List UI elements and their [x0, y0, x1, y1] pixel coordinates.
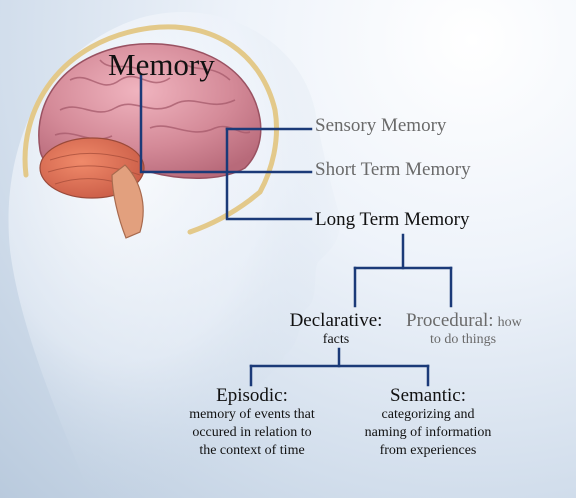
- procedural-desc-2: to do things: [430, 332, 497, 347]
- semantic-name: Semantic:: [390, 385, 466, 406]
- semantic-desc-line-3: from experiences: [379, 443, 477, 458]
- brain-folds: [54, 59, 251, 140]
- node-procedural: Procedural: how: [406, 311, 522, 332]
- node-episodic: Episodic: memory of events that occured …: [164, 386, 340, 460]
- skull-outline: [22, 24, 280, 235]
- episodic-desc-line-1: memory of events that: [189, 407, 315, 422]
- node-sensory-memory: Sensory Memory: [315, 115, 447, 136]
- declarative-name: Declarative:: [289, 310, 383, 331]
- procedural-name: Procedural:: [406, 310, 494, 331]
- episodic-desc-line-3: the context of time: [199, 443, 305, 458]
- node-declarative: Declarative: facts: [271, 311, 401, 349]
- node-long-term-memory: Long Term Memory: [315, 209, 470, 230]
- declarative-desc: facts: [322, 332, 350, 347]
- procedural-desc-1: how: [497, 315, 522, 330]
- brainstem: [111, 164, 144, 239]
- episodic-desc-line-2: occured in relation to: [192, 425, 312, 440]
- semantic-desc-line-2: naming of information: [364, 425, 492, 440]
- node-semantic: Semantic: categorizing and naming of inf…: [344, 386, 512, 460]
- node-short-term-memory: Short Term Memory: [315, 159, 471, 180]
- semantic-desc-line-1: categorizing and: [381, 407, 475, 422]
- episodic-name: Episodic:: [216, 385, 288, 406]
- connector-lines: [139, 74, 453, 387]
- diagram-title: Memory: [108, 47, 215, 82]
